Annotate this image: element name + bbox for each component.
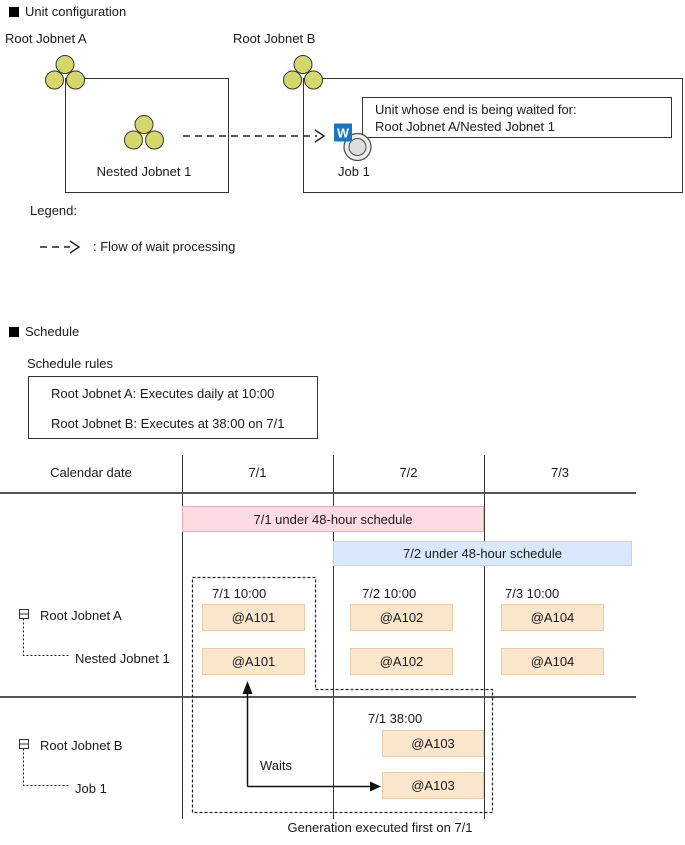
time-label-7-1-3800: 7/1 38:00 [368, 711, 423, 726]
day-header-7-3: 7/3 [550, 465, 570, 480]
section-bullet-icon [9, 7, 19, 17]
row-label-root-jobnet-b: Root Jobnet B [40, 738, 123, 753]
tree-node-icon [19, 609, 29, 619]
schedule-rules-title: Schedule rules [27, 356, 113, 371]
tree-node-icon [19, 739, 29, 749]
day-header-7-2: 7/2 [399, 465, 418, 480]
section-bullet-icon [9, 327, 19, 337]
column-line-1 [182, 455, 183, 819]
day-header-7-1: 7/1 [248, 465, 267, 480]
time-label-7-2-1000: 7/2 10:00 [362, 586, 417, 601]
legend-title: Legend: [30, 203, 77, 218]
callout-line-2: Root Jobnet A/Nested Jobnet 1 [375, 119, 555, 134]
generation-box: @A101 [202, 648, 305, 675]
generation-box: @A101 [202, 604, 305, 631]
schedule-title: Schedule [25, 324, 80, 339]
schedule-rules-box: Root Jobnet A: Executes daily at 10:00 R… [28, 376, 318, 439]
row-label-job-1: Job 1 [75, 781, 107, 796]
legend-flow-label: : Flow of wait processing [93, 239, 236, 254]
root-jobnet-a-label: Root Jobnet A [5, 31, 87, 46]
column-line-3 [484, 455, 485, 819]
generation-box: @A104 [501, 604, 604, 631]
generation-box: @A103 [382, 772, 484, 799]
generation-box: @A102 [350, 648, 453, 675]
job-1-label: Job 1 [338, 164, 370, 179]
schedule-bar-7-2: 7/2 under 48-hour schedule [333, 541, 632, 566]
generation-box: @A102 [350, 604, 453, 631]
tree-connector [23, 748, 69, 786]
unit-configuration-title: Unit configuration [25, 4, 127, 19]
wait-target-callout: Unit whose end is being waited for: Root… [362, 97, 672, 138]
schedule-rule-b: Root Jobnet B: Executes at 38:00 on 7/1 [51, 416, 285, 431]
row-separator-line [0, 696, 636, 698]
tree-connector [23, 618, 69, 656]
legend-dashed-arrowhead [69, 240, 81, 254]
schedule-bar-7-1: 7/1 under 48-hour schedule [182, 506, 484, 532]
calendar-date-header: Calendar date [50, 465, 132, 480]
generation-box: @A103 [382, 730, 484, 757]
row-label-nested-jobnet-1: Nested Jobnet 1 [75, 651, 170, 666]
row-label-root-jobnet-a: Root Jobnet A [40, 608, 122, 623]
time-label-7-1-1000: 7/1 10:00 [212, 586, 267, 601]
callout-line-1: Unit whose end is being waited for: [375, 102, 577, 117]
schedule-rule-a: Root Jobnet A: Executes daily at 10:00 [51, 386, 275, 401]
root-jobnet-b-label: Root Jobnet B [233, 31, 316, 46]
waits-label: Waits [260, 758, 293, 773]
header-separator-line [0, 492, 636, 494]
generation-box: @A104 [501, 648, 604, 675]
nested-jobnet-label: Nested Jobnet 1 [96, 164, 192, 179]
footnote: Generation executed first on 7/1 [287, 820, 473, 835]
time-label-7-3-1000: 7/3 10:00 [505, 586, 560, 601]
